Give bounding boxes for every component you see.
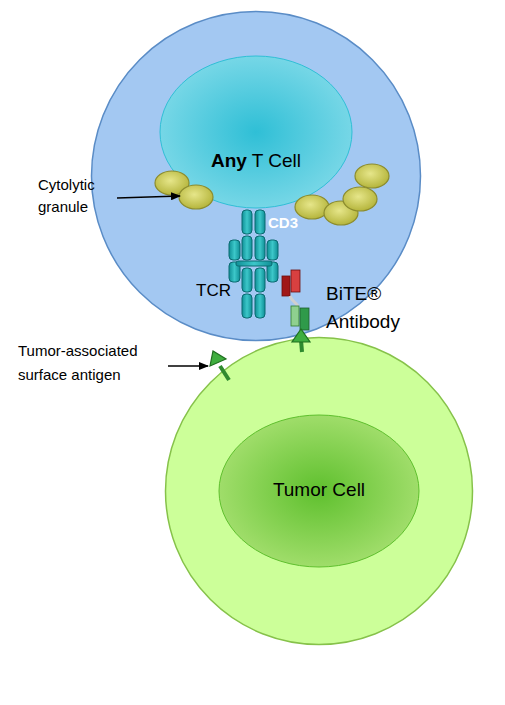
part-label: BiTE® Antibody bbox=[326, 280, 418, 336]
part-label: CD3 bbox=[268, 214, 308, 232]
callout-label: Tumor-associated surface antigen bbox=[18, 339, 168, 387]
leader-arrow bbox=[168, 365, 208, 366]
callout-label: Cytolytic granule bbox=[38, 174, 120, 218]
cell-label: Any T Cell bbox=[90, 150, 422, 172]
cell-nucleus bbox=[160, 56, 352, 208]
part-label: TCR bbox=[196, 281, 236, 301]
cell-membrane bbox=[92, 12, 421, 341]
cell-label: Tumor Cell bbox=[164, 479, 474, 501]
antigen-head bbox=[210, 351, 226, 366]
tumor-cell: Tumor Cell bbox=[164, 336, 474, 646]
